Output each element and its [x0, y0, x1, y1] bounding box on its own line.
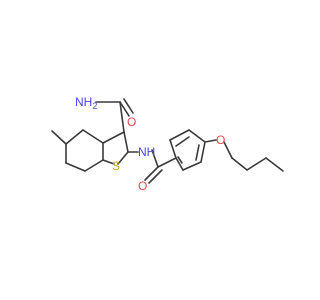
atom-labels: NH2 O NH S O O — [75, 95, 225, 193]
atom-nh: NH — [138, 145, 155, 159]
bond-ar1-ar2 — [169, 139, 177, 159]
bond-oether-c1 — [223, 141, 233, 159]
bond-c6-c7 — [65, 162, 86, 172]
bonds — [51, 98, 284, 184]
atom-o-ether: O — [216, 133, 225, 147]
bond-c5-methyl — [51, 130, 67, 145]
atom-o-amide: O — [127, 115, 136, 129]
bond-c7-c7a — [84, 159, 104, 172]
bond-carbonyl-o-double — [148, 169, 163, 184]
bond-c4-c5 — [65, 129, 84, 145]
bond-ar4-oether — [204, 139, 217, 143]
bond-c3-c2 — [123, 131, 129, 153]
bond-ar4-ar5 — [200, 141, 206, 163]
bond-carbonyl-o — [144, 166, 159, 181]
molecule-structure: NH2 O NH S O O — [51, 95, 284, 193]
bond-carbonyl-aryl — [157, 157, 177, 168]
bond-ar-inner-c — [177, 156, 183, 164]
atom-s: S — [112, 159, 120, 173]
bond-ar2-ar3 — [169, 129, 190, 141]
bond-ar-inner-b — [195, 144, 200, 161]
bond-amide-c-c3 — [119, 101, 125, 133]
bond-amide-c-o-double — [123, 98, 134, 114]
atom-nh2: NH2 — [75, 95, 97, 111]
bond-ar6-ar1 — [175, 157, 184, 171]
bond-c3-c4 — [265, 157, 284, 172]
bond-ar3-ar4 — [188, 129, 206, 143]
bond-c2-c3 — [246, 157, 267, 171]
bond-s-c7a — [102, 159, 115, 165]
bond-ar-inner-a — [175, 136, 190, 147]
bond-c3a-c4 — [82, 129, 104, 144]
bond-c1-c2 — [231, 157, 248, 171]
atom-o-benzamide: O — [138, 179, 147, 193]
bond-ar5-ar6 — [182, 161, 202, 171]
bond-nh-c-carbonyl — [151, 149, 159, 168]
bond-amide-c-o — [119, 101, 130, 117]
bond-c3-c3a — [102, 131, 125, 144]
bond-c2-s — [117, 151, 129, 165]
